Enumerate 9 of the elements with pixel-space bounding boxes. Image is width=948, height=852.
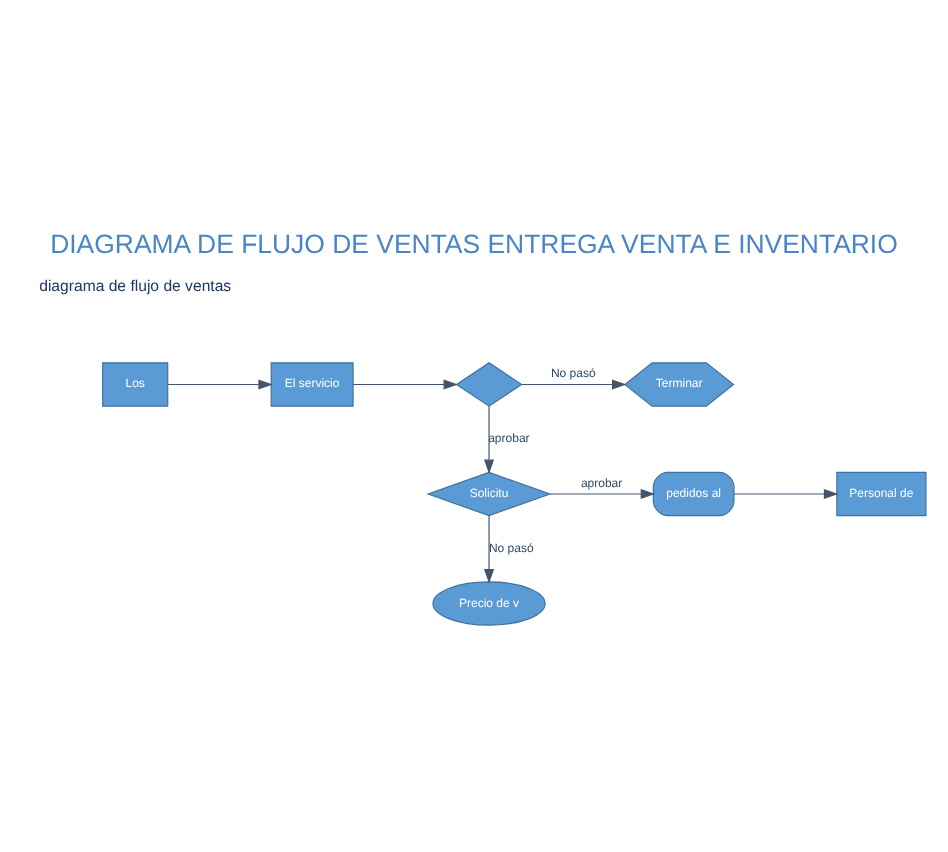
diagram-title: DIAGRAMA DE FLUJO DE VENTAS ENTREGA VENTA E INVENTARIO (50, 228, 898, 259)
arrow (352, 379, 458, 390)
arrow (484, 405, 495, 474)
arrow (167, 379, 273, 390)
node-diamond (455, 362, 523, 407)
arrow (521, 379, 627, 390)
arrow (733, 488, 839, 500)
arrow (549, 488, 656, 500)
arrow (484, 515, 495, 584)
